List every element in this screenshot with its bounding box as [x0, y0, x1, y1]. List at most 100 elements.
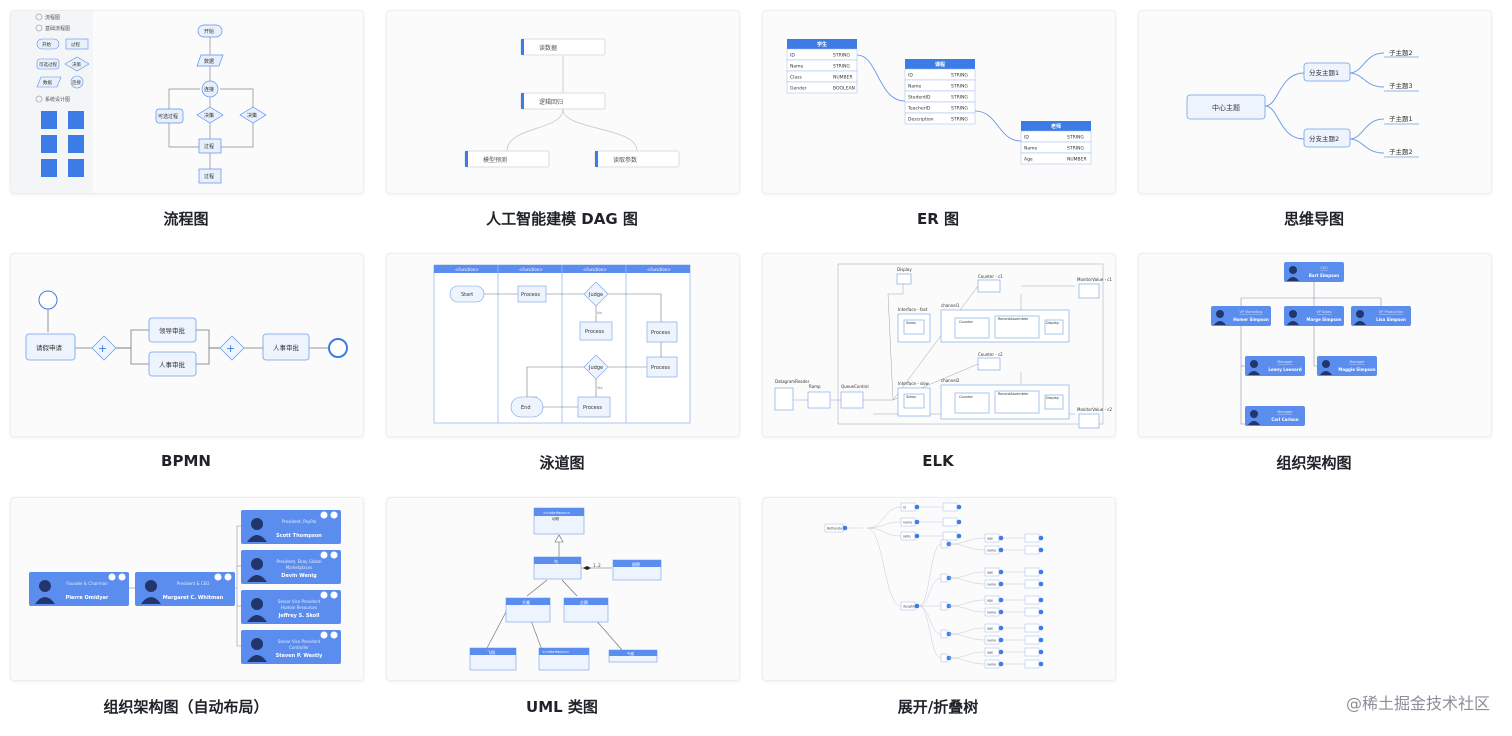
caption-flowchart[interactable]: 流程图: [163, 210, 209, 228]
watermark: @稀土掘金技术社区: [1345, 694, 1490, 713]
avatar: [145, 580, 157, 592]
caption-swimlane[interactable]: 泳道图: [539, 454, 585, 472]
avatar: [251, 518, 263, 530]
expand-icon: [224, 573, 232, 581]
org-node-card: [1317, 356, 1377, 376]
svg-text:子主题2: 子主题2: [1389, 147, 1413, 156]
er-field-name: ID: [908, 73, 913, 79]
svg-text:End: End: [521, 405, 531, 411]
caption-bpmn[interactable]: BPMN: [161, 452, 211, 470]
tree-node-label: skills: [903, 535, 911, 539]
tree-node-label: age: [987, 627, 993, 631]
org-node-name: Maggie Simpson: [1338, 367, 1375, 372]
avatar: [1320, 371, 1332, 375]
tree-edge: [948, 577, 986, 585]
caption-dag[interactable]: 人工智能建模 DAG 图: [486, 210, 638, 228]
svg-text:Interface - fast: Interface - fast: [898, 307, 928, 312]
avatar: [251, 558, 263, 570]
avatar: [1289, 266, 1297, 274]
bpmn-preview: 请假申请 + 领导审批 人事审批 + 人事审批: [25, 290, 348, 377]
card-elk[interactable]: Display Counter - c1 MonitorValue - c1 I…: [762, 253, 1116, 437]
avatar: [1356, 310, 1364, 318]
org-node-card: [1284, 306, 1344, 326]
org-node-name: Devin Wenig: [281, 573, 317, 579]
tree-edge: [948, 605, 986, 613]
svg-text:1..2: 1..2: [593, 563, 601, 568]
er-table-header: [787, 39, 857, 49]
svg-text:可选过程: 可选过程: [39, 61, 57, 68]
org-node-card: [241, 550, 341, 584]
caption-mindmap[interactable]: 思维导图: [1283, 210, 1344, 228]
collapse-icon: [320, 631, 328, 639]
svg-text:读数据: 读数据: [539, 44, 557, 52]
card-mindmap[interactable]: 中心主题 分支主题1 分支主题2 子主题2 子主题3 子主题1 子主题2: [1138, 10, 1492, 194]
card-uml[interactable]: <<interface>> 动物 鸟 1..2 翅膀 大雁 企鹅 飞翔 <<in…: [386, 497, 740, 681]
svg-text:+: +: [226, 342, 235, 355]
tree-node: [940, 573, 948, 583]
avatar: [247, 615, 267, 622]
svg-text:Display: Display: [897, 267, 912, 272]
tree-toggle-icon: [1038, 547, 1044, 553]
caption-uml[interactable]: UML 类图: [526, 698, 598, 716]
caption-elk[interactable]: ELK: [922, 452, 954, 470]
flowchart-preview: 流程图 基础流程图 开始 过程 可选过程 决策 数据 连接 系统设计图: [11, 11, 267, 193]
er-field-type: STRING: [951, 117, 968, 123]
avatar: [247, 535, 267, 542]
org-node-name: Bart Simpson: [1309, 273, 1339, 278]
org-node-title: President, Ebay Global: [276, 559, 321, 564]
er-field-name: Name: [908, 84, 922, 90]
tree-toggle-icon: [998, 597, 1004, 603]
tree-node: [940, 629, 948, 639]
tree-edge: [948, 633, 986, 641]
caption-er[interactable]: ER 图: [916, 210, 960, 228]
avatar: [1248, 371, 1260, 375]
svg-text:分支主题1: 分支主题1: [1309, 68, 1339, 77]
caption-tree[interactable]: 展开/折叠树: [897, 698, 979, 716]
org-node-card: [135, 572, 235, 606]
card-dag[interactable]: 读数据 逻辑回归 模型预测 读取参数: [386, 10, 740, 194]
svg-text:channel2: channel2: [941, 378, 960, 383]
svg-text:<<interface>>: <<interface>>: [543, 511, 570, 515]
org-node-name: Marge Simpson: [1307, 317, 1342, 322]
card-swimlane[interactable]: <Function> <Function> <Function> <Functi…: [386, 253, 740, 437]
org-node-title: VP Sales: [1317, 310, 1332, 314]
org-node-card: [1245, 356, 1305, 376]
svg-text:子主题3: 子主题3: [1389, 81, 1413, 90]
er-field-name: ID: [790, 53, 795, 59]
er-table-row: [904, 112, 976, 125]
org-node-name: Margaret C. Whitman: [163, 595, 224, 601]
swimlane-preview: <Function> <Function> <Function> <Functi…: [433, 264, 691, 424]
avatar: [247, 575, 267, 582]
tree-preview: Bethesdaidnameskillsdaughtersagenameagen…: [824, 502, 1044, 669]
tree-toggle-icon: [998, 535, 1004, 541]
dag-preview: 读数据 逻辑回归 模型预测 读取参数: [464, 38, 680, 168]
svg-text:鸟: 鸟: [554, 558, 558, 564]
expand-icon: [330, 511, 338, 519]
org-node-name: Pierre Omidyar: [66, 595, 109, 601]
expand-icon: [330, 551, 338, 559]
org-node-card: [29, 572, 129, 606]
card-bpmn[interactable]: 请假申请 + 领导审批 人事审批 + 人事审批: [10, 253, 364, 437]
avatar: [35, 597, 55, 604]
tree-edge: [866, 527, 902, 607]
svg-text:可选过程: 可选过程: [158, 113, 178, 120]
tree-node: [1024, 635, 1040, 645]
expand-icon: [330, 591, 338, 599]
caption-orgchart[interactable]: 组织架构图: [1276, 454, 1352, 472]
tree-toggle-icon: [1038, 569, 1044, 575]
org-node-title: President, PayPal: [282, 519, 316, 524]
caption-orgchart-auto[interactable]: 组织架构图（自动布局）: [103, 698, 269, 716]
tree-edge: [948, 543, 986, 551]
card-flowchart[interactable]: 流程图 基础流程图 开始 过程 可选过程 决策 数据 连接 系统设计图: [10, 10, 364, 194]
org-node-card: [1351, 306, 1411, 326]
avatar: [1216, 310, 1224, 318]
tree-edge: [948, 537, 986, 545]
er-table-header: [905, 59, 975, 69]
tree-edge: [866, 521, 902, 529]
svg-text:中心主题: 中心主题: [1212, 103, 1240, 112]
